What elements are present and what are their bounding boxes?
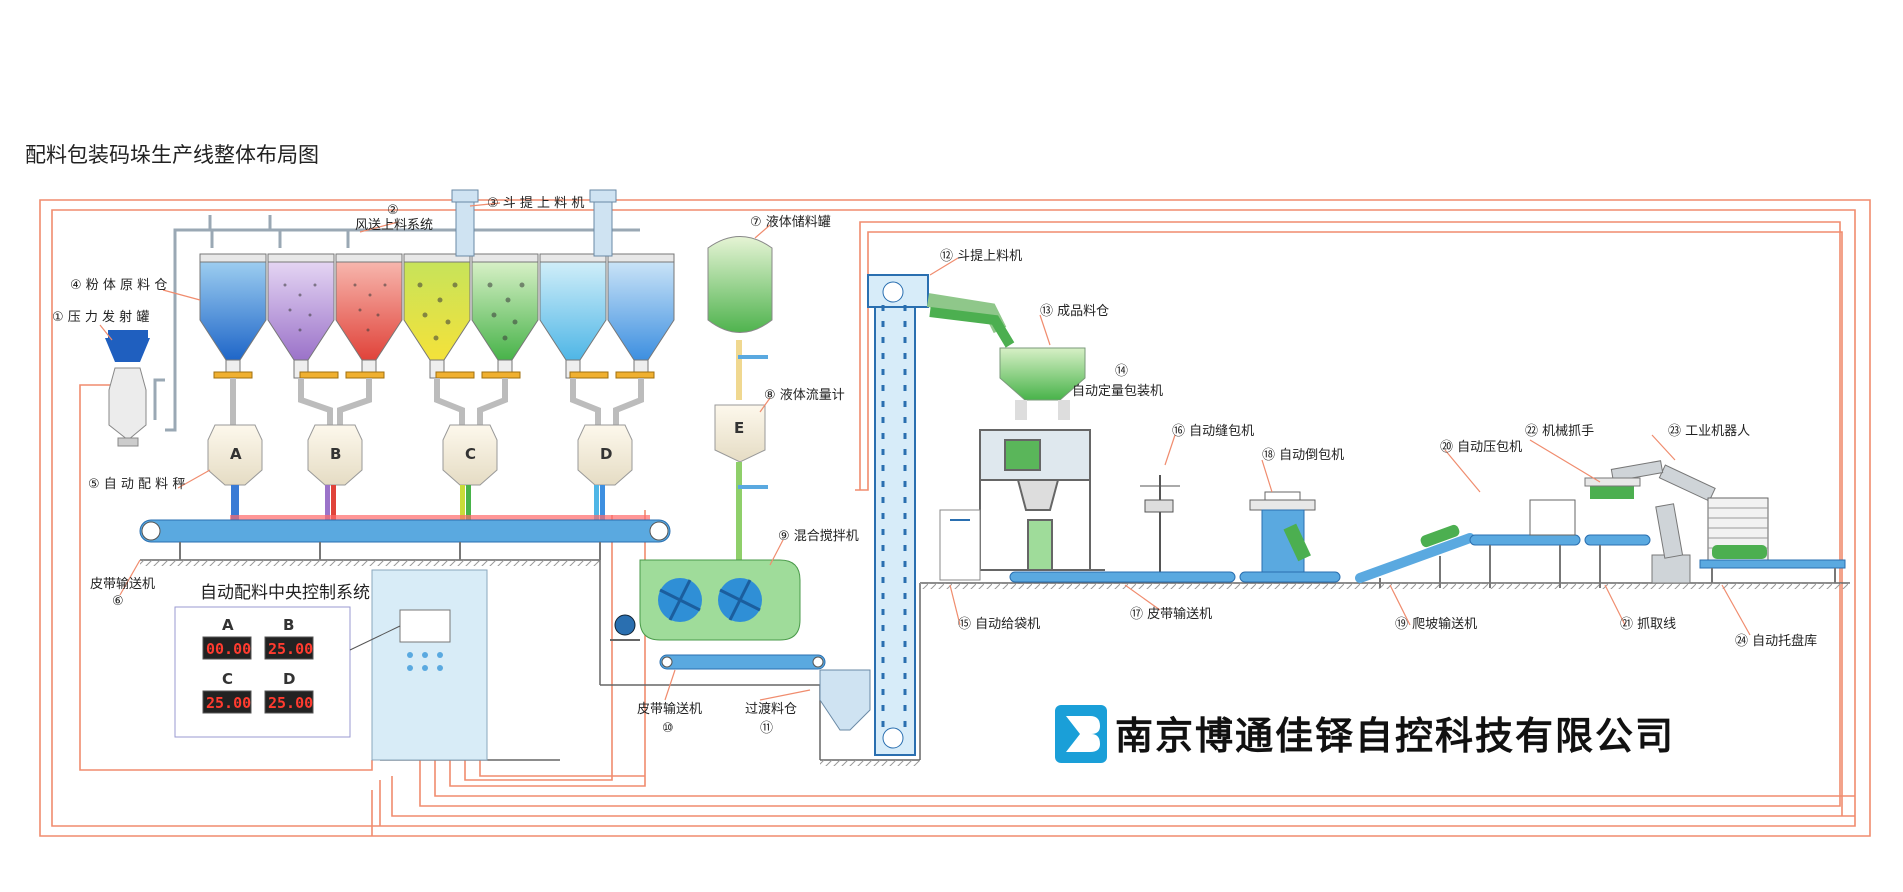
scale-letter-d: D [600,445,612,463]
label-transition-bin-num: ⑪ [760,721,773,736]
display-b-letter: B [283,616,294,634]
pallet-warehouse [1699,497,1846,583]
label-pallet-warehouse: ㉔ 自动托盘库 [1735,633,1817,649]
batching-scales [207,424,633,486]
grab-line [1584,534,1651,588]
company-name: 南京博通佳铎自控科技有限公司 [1115,713,1675,758]
display-a: A 00.00 [202,616,252,660]
display-c-value: 25.00 [206,694,251,712]
label-bucket-elevator-12: ⑫ 斗提上料机 [940,248,1022,264]
bucket-elevator-12 [867,274,1007,756]
label-belt-conveyor-17: ⑰ 皮带输送机 [1130,606,1212,622]
bag-turner [1239,491,1341,583]
label-bag-press: ⑳ 自动压包机 [1440,440,1522,455]
pneumatic-pipes [153,215,640,432]
finished-product-chute [929,307,1015,348]
label-pressure-tank: ① 压 力 发 射 罐 [52,309,149,325]
scale-letter-c: C [465,445,476,463]
control-panel [174,606,401,738]
pressure-tank [105,330,150,447]
scale-letter-b: B [330,445,341,463]
discharge-pipes [230,378,644,425]
label-air-conveying-num: ② [387,203,399,218]
gripper [1584,477,1641,499]
valves [213,371,655,379]
display-d: D 25.00 [264,670,314,714]
display-c: C 25.00 [202,670,252,714]
leader-lines [99,202,1751,701]
company-logo-icon [1055,705,1107,763]
display-b-value: 25.00 [268,640,313,658]
bag-feeder [939,509,981,581]
label-robot: ㉓ 工业机器人 [1668,424,1750,439]
control-wiring [39,199,1871,837]
label-belt-conveyor-10-num: ⑩ [662,721,674,736]
label-bucket-elevator-3: ③ 斗 提 上 料 机 [487,195,584,211]
page-title: 配料包装码垛生产线整体布局图 [25,143,319,167]
label-gripper: ㉒ 机械抓手 [1525,424,1594,439]
label-transition-bin: 过渡料仓 [745,701,797,717]
tank-letter-e: E [734,419,744,437]
industrial-robot [1610,460,1716,584]
label-belt-conveyor-10: 皮带输送机 [637,701,702,717]
scale-letter-a: A [230,445,242,463]
material-streams [230,485,650,520]
label-liquid-tank: ⑦ 液体储料罐 [750,215,831,230]
control-cabinet [371,569,488,761]
control-panel-title: 自动配料中央控制系统 [200,583,370,603]
display-d-letter: D [283,670,295,688]
label-flowmeter: ⑧ 液体流量计 [764,388,845,403]
transition-bin [819,669,871,731]
bucket-elevator-heads [451,189,617,257]
label-incline-conveyor: ⑲ 爬坡输送机 [1395,616,1477,632]
label-batching-scale: ⑤ 自 动 配 料 秤 [88,477,185,492]
display-d-value: 25.00 [268,694,313,712]
label-mixer: ⑨ 混合搅拌机 [778,528,859,544]
label-bag-turner: ⑱ 自动倒包机 [1262,448,1344,463]
belt-conveyor-6 [139,519,671,560]
label-belt-conveyor-6-num: ⑥ [112,594,124,609]
packing-machine [965,429,1105,571]
label-finished-bin: ⑬ 成品料仓 [1040,304,1109,319]
label-belt-conveyor-6: 皮带输送机 [90,576,155,592]
liquid-storage-tank [707,236,773,400]
incline-conveyor [1355,524,1475,588]
display-c-letter: C [222,670,233,688]
sewing-machine [1140,475,1180,575]
label-air-conveying: 风送上料系统 [355,218,433,233]
label-bag-feeder: ⑮ 自动给袋机 [958,617,1040,632]
silo-texture [283,282,525,341]
label-packing-machine-num: ⑭ [1115,364,1128,379]
bag-press [1469,499,1581,588]
label-powder-silo: ④ 粉 体 原 料 仓 [70,278,167,293]
display-a-value: 00.00 [206,640,251,658]
mixer [610,559,801,641]
label-packing-machine: 自动定量包装机 [1072,384,1163,399]
finished-product-bin [999,347,1086,420]
label-sewing-machine: ⑯ 自动缝包机 [1172,424,1254,439]
silos [199,253,675,379]
display-b: B 25.00 [264,616,314,660]
liquid-flowmeter [714,404,768,562]
label-grab-line: ㉑ 抓取线 [1620,617,1676,632]
belt-conveyor-10 [659,654,826,670]
display-a-letter: A [222,616,234,634]
belt-conveyor-17 [1009,571,1236,583]
